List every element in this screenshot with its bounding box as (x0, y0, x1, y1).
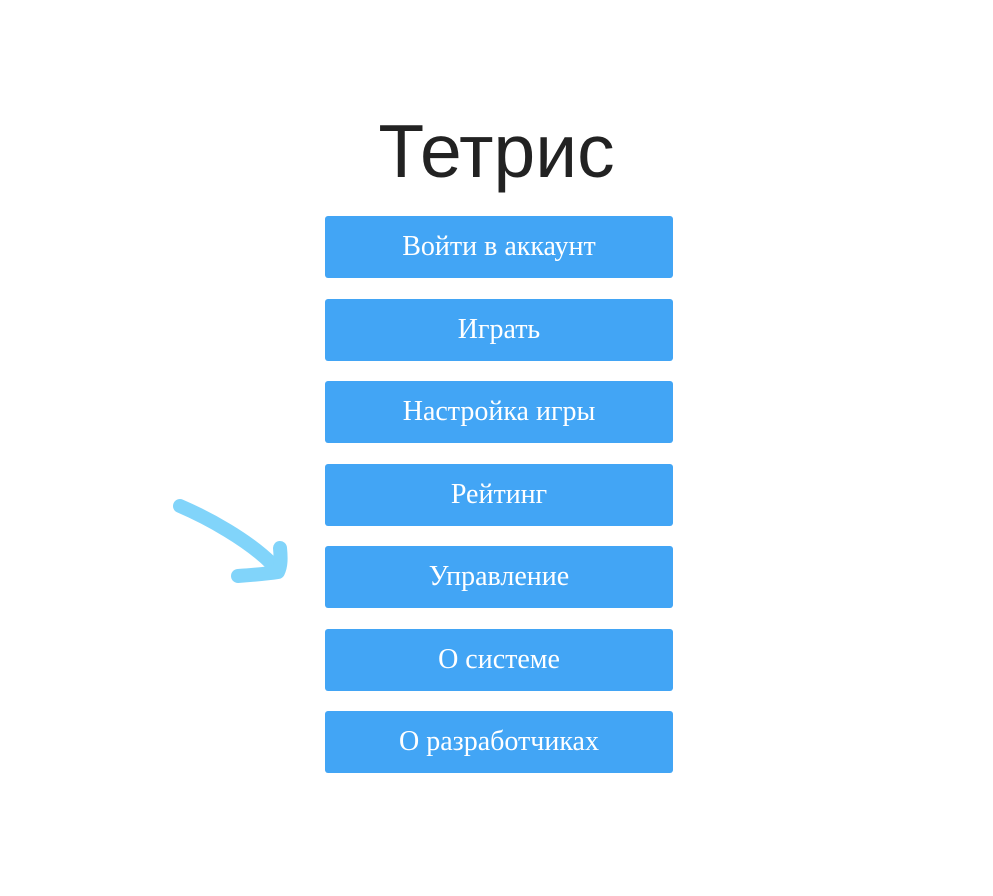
game-settings-button[interactable]: Настройка игры (325, 381, 673, 443)
about-developers-button[interactable]: О разработчиках (325, 711, 673, 773)
about-system-button[interactable]: О системе (325, 628, 673, 691)
pointer-arrow-icon (173, 499, 288, 583)
page-title: Тетрис (378, 109, 615, 193)
controls-button[interactable]: Управление (325, 546, 673, 608)
play-button[interactable]: Играть (325, 298, 673, 361)
rating-button[interactable]: Рейтинг (325, 463, 673, 526)
main-menu: Войти в аккаунт Играть Настройка игры Ре… (325, 216, 673, 794)
login-button[interactable]: Войти в аккаунт (325, 216, 673, 278)
